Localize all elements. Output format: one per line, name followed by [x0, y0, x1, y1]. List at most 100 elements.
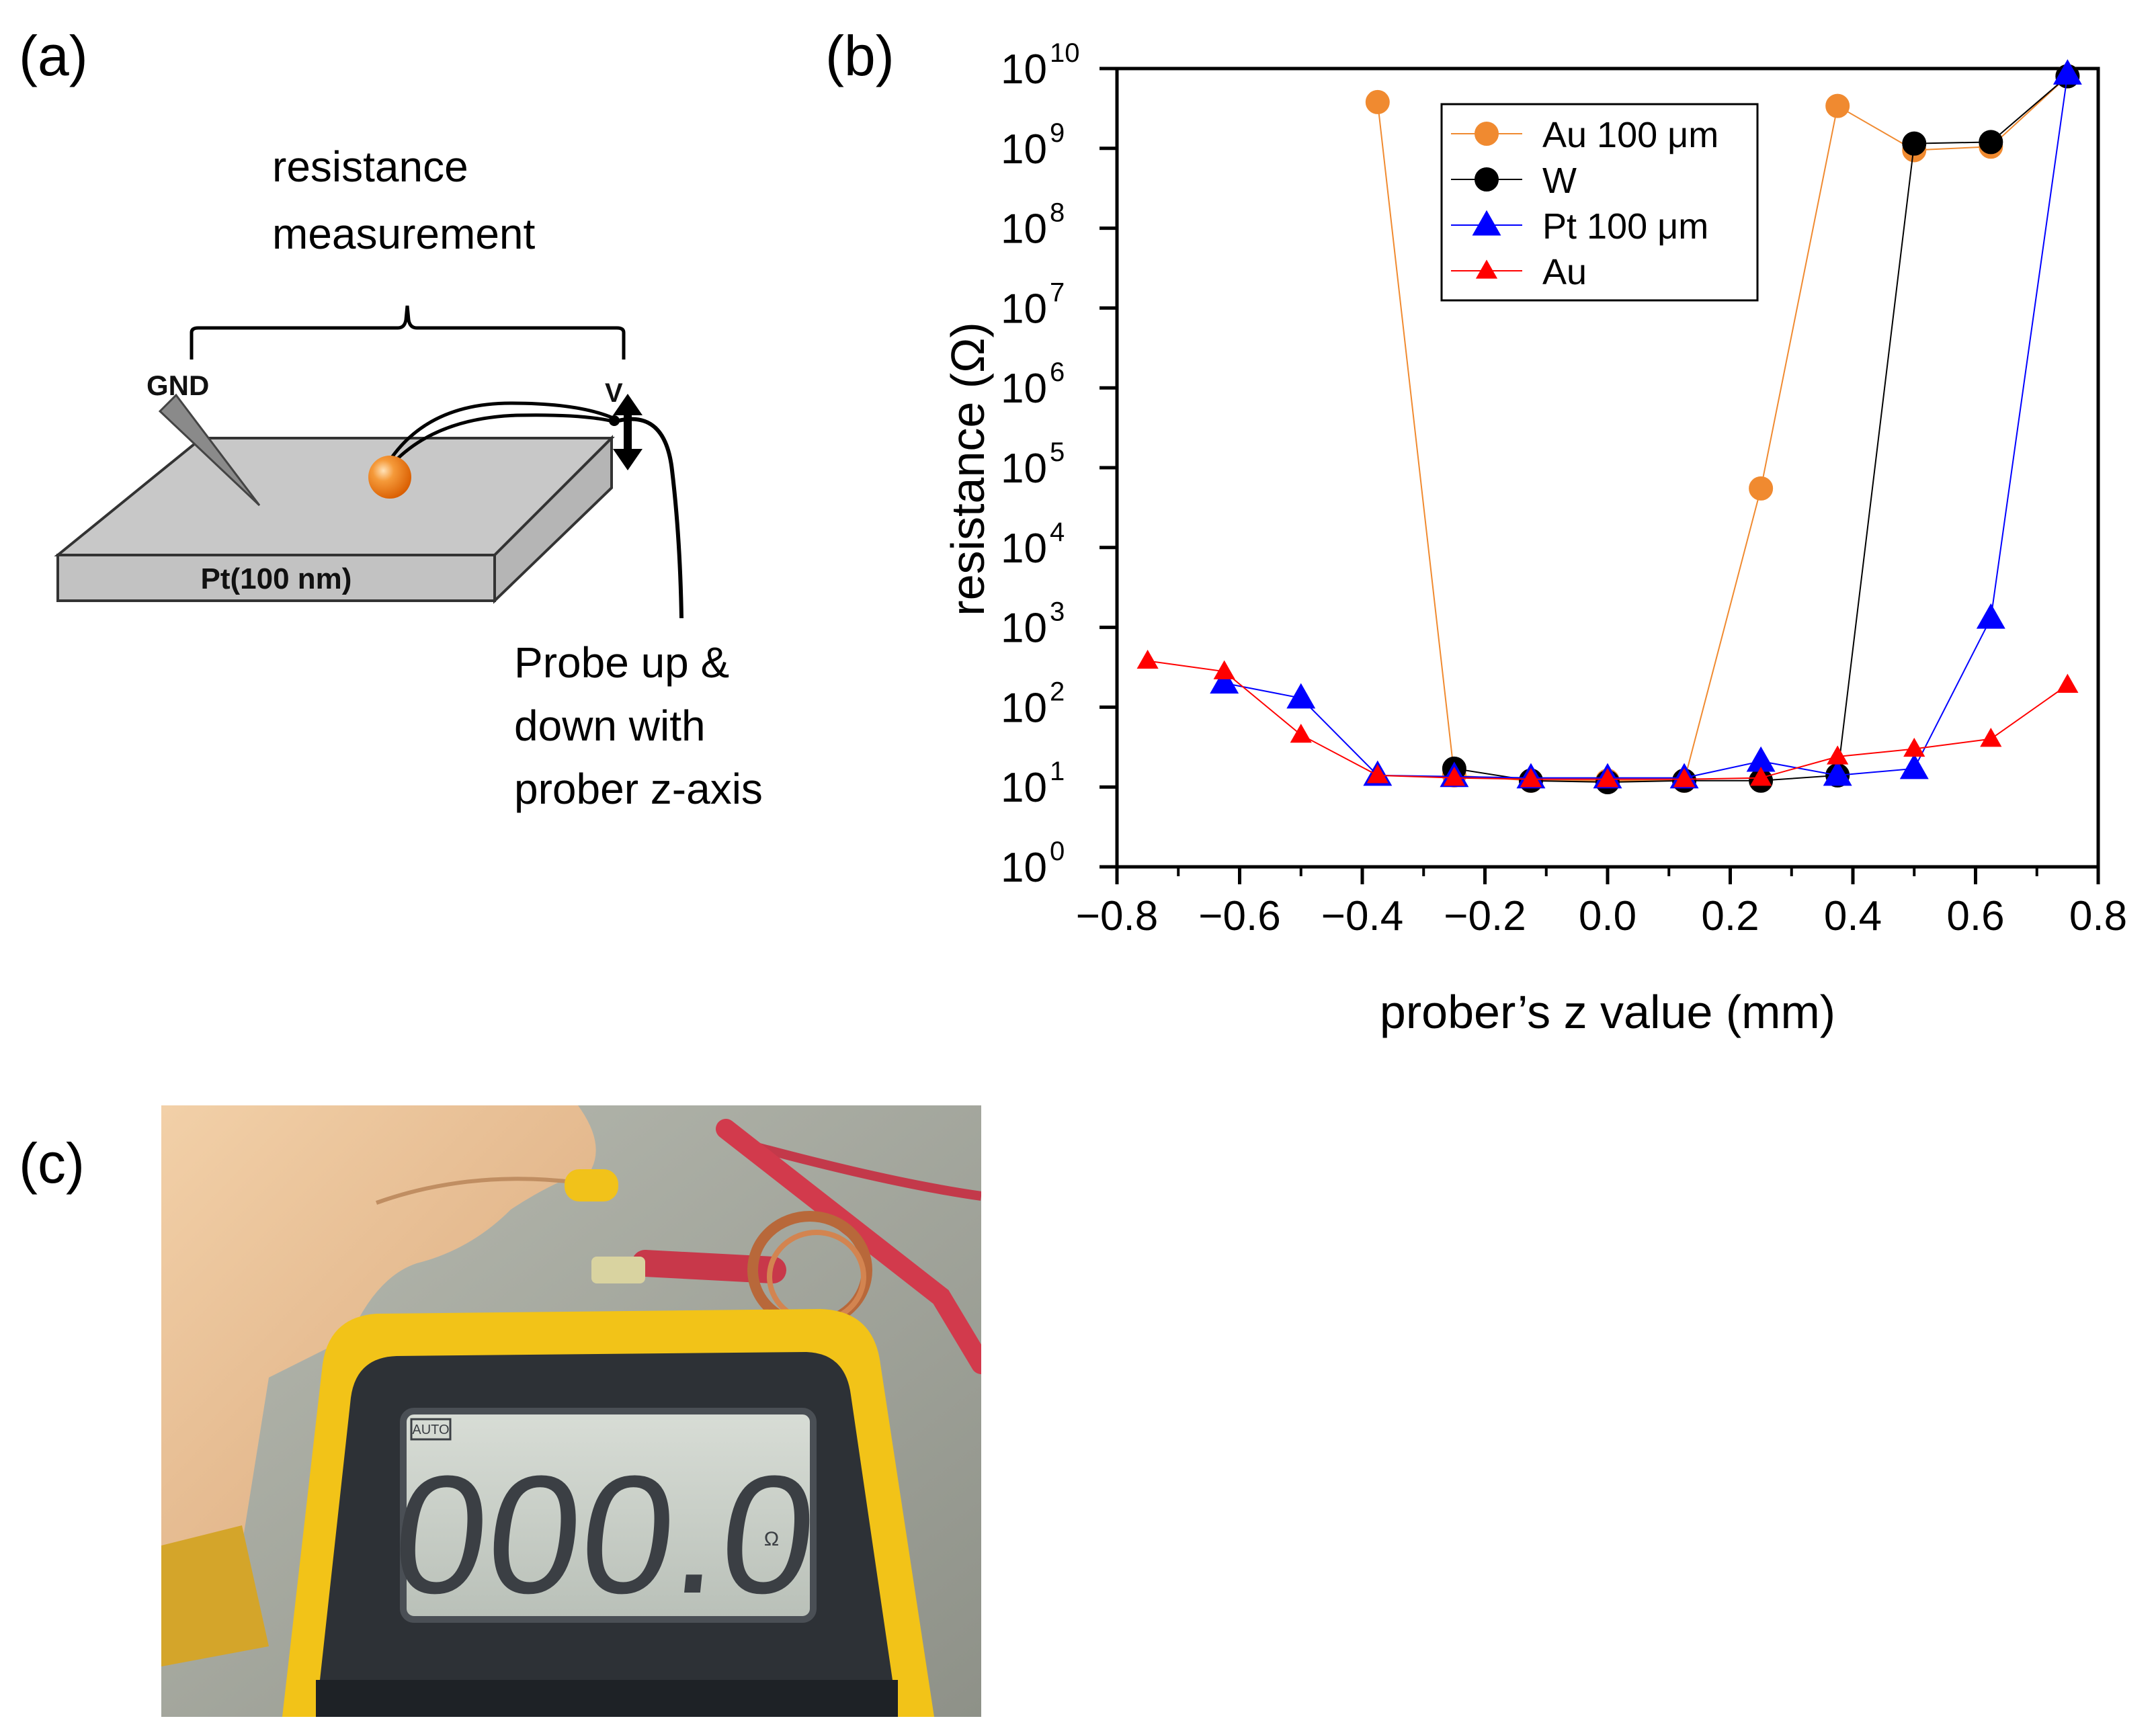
data-point	[1750, 767, 1772, 786]
data-point	[1827, 745, 1849, 765]
y-tick-label-exponent: 6	[1050, 357, 1065, 387]
legend-label: Au	[1542, 252, 1587, 292]
y-tick-label-base: 10	[1001, 366, 1047, 412]
legend-label: Pt 100 μm	[1542, 206, 1708, 247]
y-tick-label-base: 10	[1001, 525, 1047, 572]
data-point	[1902, 131, 1927, 156]
series-line	[1147, 660, 2068, 780]
x-tick-label: 0.8	[2069, 893, 2127, 939]
x-tick-label: −0.8	[1076, 893, 1158, 939]
legend-marker	[1475, 259, 1498, 279]
caption-line2: down with	[514, 702, 706, 750]
panel-c-label: (c)	[19, 1132, 85, 1195]
meter-mode: AUTO	[412, 1423, 449, 1437]
bracket-label-line1: resistance	[272, 142, 468, 191]
substrate-front	[56, 554, 496, 602]
up-down-arrow-icon	[613, 394, 642, 470]
chart-series	[1136, 59, 2082, 794]
probe-wire-1	[389, 401, 614, 460]
y-tick-label-base: 10	[1001, 286, 1047, 332]
panel-b-label: (b)	[825, 24, 895, 87]
probe-tip-dot	[609, 415, 620, 426]
data-point	[1366, 764, 1388, 784]
y-tick-label-exponent: 5	[1050, 437, 1065, 467]
x-tick-label: 0.0	[1579, 893, 1636, 939]
data-point	[1980, 728, 2002, 747]
panel-c: (c)	[19, 1105, 981, 1717]
data-point	[1365, 89, 1390, 114]
x-axis-label: prober’s z value (mm)	[1380, 986, 1835, 1038]
x-tick-label: 0.4	[1824, 893, 1882, 939]
y-tick-label-exponent: 4	[1050, 517, 1065, 547]
measurement-bracket	[190, 305, 626, 360]
y-tick-label-base: 10	[1001, 206, 1047, 253]
y-tick-label-exponent: 2	[1050, 677, 1065, 706]
meter-lcd	[400, 1408, 817, 1623]
y-tick-label-base: 10	[1001, 446, 1047, 492]
y-tick-label-exponent: 10	[1050, 38, 1080, 68]
caption-line1: Probe up &	[514, 638, 729, 687]
y-tick-label-exponent: 8	[1050, 198, 1065, 228]
data-point	[1520, 768, 1542, 788]
panel-a: (a) resistance measurement Pt(100 nm) GN…	[19, 24, 763, 813]
data-point	[1899, 753, 1929, 779]
legend-label: Au 100 μm	[1542, 115, 1718, 155]
legend-marker	[1472, 210, 1501, 236]
y-tick-label-base: 10	[1001, 605, 1047, 652]
data-point	[1443, 767, 1465, 786]
x-tick-label: −0.2	[1444, 893, 1526, 939]
probe-wire-2	[392, 413, 616, 464]
y-tick-label-exponent: 7	[1050, 278, 1065, 307]
red-lead-cable	[738, 1138, 981, 1201]
y-tick-label-base: 10	[1001, 845, 1047, 891]
red-probe	[716, 1119, 981, 1374]
chart-legend: Au 100 μm W Pt 100 μm Au	[1440, 103, 1759, 302]
probe-lead-wire	[618, 417, 683, 619]
data-point	[1210, 668, 1239, 694]
data-point	[1136, 649, 1159, 669]
y-axis-label: resistance (Ω)	[942, 322, 994, 616]
x-tick-label: 0.2	[1701, 893, 1759, 939]
yellow-holder	[565, 1169, 618, 1201]
legend-label: W	[1542, 161, 1577, 201]
y-tick-label-exponent: 0	[1050, 837, 1065, 866]
panel-a-label: (a)	[19, 24, 88, 87]
data-point	[2057, 673, 2079, 693]
data-point	[1213, 660, 1235, 679]
substrate-label: Pt(100 nm)	[201, 562, 352, 595]
legend-marker	[1475, 167, 1499, 192]
y-tick-label-base: 10	[1001, 685, 1047, 731]
y-tick-label-base: 10	[1001, 46, 1047, 93]
y-tick-label-exponent: 9	[1050, 118, 1065, 148]
data-point	[1749, 476, 1774, 501]
y-tick-label-base: 10	[1001, 126, 1047, 173]
data-point	[1976, 603, 2005, 629]
bracket-label-line2: measurement	[272, 210, 536, 258]
y-tick-label-exponent: 3	[1050, 597, 1065, 627]
data-point	[1746, 746, 1776, 772]
legend-marker	[1475, 122, 1499, 146]
meter-unit: Ω	[764, 1528, 779, 1550]
v-label: V	[605, 378, 623, 408]
meter-reading: 000.0	[384, 1441, 825, 1629]
data-point	[1290, 723, 1312, 743]
gold-ball	[368, 456, 411, 499]
gnd-needle	[158, 393, 261, 507]
x-tick-label: −0.6	[1198, 893, 1280, 939]
multimeter-photo: AUTO 000.0 Ω	[161, 1105, 981, 1717]
data-point	[1596, 768, 1619, 788]
y-tick-label-base: 10	[1001, 765, 1047, 811]
caption-line3: prober z-axis	[514, 765, 763, 813]
series-line	[1224, 74, 2069, 779]
x-tick-label: −0.4	[1321, 893, 1403, 939]
data-point	[1903, 737, 1925, 757]
data-point	[2053, 59, 2082, 85]
x-tick-label: 0.6	[1946, 893, 2004, 939]
data-point	[1825, 93, 1850, 118]
series-3	[1136, 649, 2079, 788]
data-point	[1823, 760, 1852, 786]
hand	[161, 1105, 596, 1559]
y-tick-label-exponent: 1	[1050, 757, 1065, 786]
